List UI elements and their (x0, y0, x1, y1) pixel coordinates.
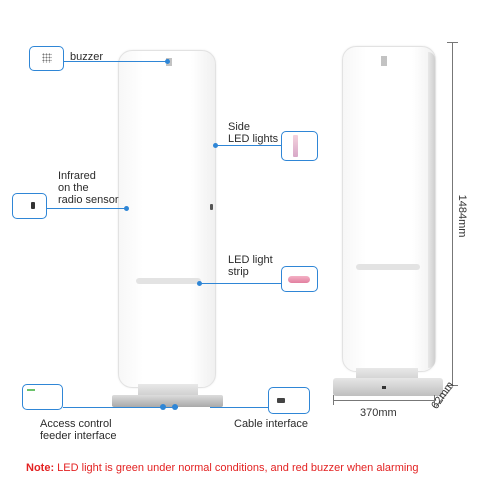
infrared-callout-box (12, 193, 47, 219)
cable-interface-callout-box (268, 387, 310, 414)
front-led-strip (136, 278, 201, 284)
front-infrared-dot (210, 204, 213, 210)
access-control-callout-box (22, 384, 63, 410)
front-base-upper (138, 384, 198, 396)
led-strip-callout-box (281, 266, 318, 292)
buzzer-callout-box (29, 46, 64, 71)
access-control-label: Access control feeder interface (40, 418, 117, 442)
access-control-dot-1 (160, 404, 166, 410)
front-base (112, 395, 223, 407)
height-label: 1484mm (456, 194, 468, 238)
side-led-callout-box (281, 131, 318, 161)
side-led-label: Side LED lights (228, 121, 279, 145)
side-gate-panel (342, 46, 436, 372)
led-strip-line (199, 283, 281, 284)
infrared-label: Infrared on the radio sensor (58, 170, 119, 206)
side-base-port (382, 386, 386, 389)
note-prefix: Note: (26, 462, 55, 474)
width-cap-right (434, 395, 435, 405)
access-control-line (63, 407, 178, 408)
height-cap-bottom (447, 385, 458, 386)
height-dimension-line (452, 42, 453, 386)
access-control-dot-2 (172, 404, 178, 410)
note-body: LED light is green under normal conditio… (54, 462, 419, 474)
side-led-dot (213, 143, 218, 148)
cable-interface-line (210, 407, 268, 408)
side-led-strip (356, 264, 420, 270)
width-label: 370mm (360, 407, 397, 419)
access-port-icon (27, 389, 35, 391)
infrared-dot (124, 206, 129, 211)
buzzer-label: buzzer (70, 51, 104, 63)
width-dimension-line (333, 400, 434, 401)
side-buzzer-grille (381, 56, 387, 66)
width-cap-left (333, 395, 334, 405)
cable-port-icon (277, 398, 285, 403)
side-gate-edge (428, 52, 435, 368)
side-led-icon (293, 135, 298, 157)
cable-interface-label: Cable interface (234, 418, 308, 430)
buzzer-dot (165, 59, 170, 64)
height-cap-top (447, 42, 458, 43)
side-base (333, 378, 443, 396)
infrared-sensor-icon (31, 202, 35, 209)
note-text: Note: LED light is green under normal co… (26, 462, 419, 474)
led-strip-label: LED light strip (228, 254, 273, 278)
led-strip-dot (197, 281, 202, 286)
buzzer-line (64, 61, 168, 62)
led-strip-icon (288, 276, 310, 283)
infrared-line (46, 208, 126, 209)
buzzer-icon (42, 53, 52, 63)
side-led-line (215, 145, 281, 146)
front-gate-panel (118, 50, 216, 388)
